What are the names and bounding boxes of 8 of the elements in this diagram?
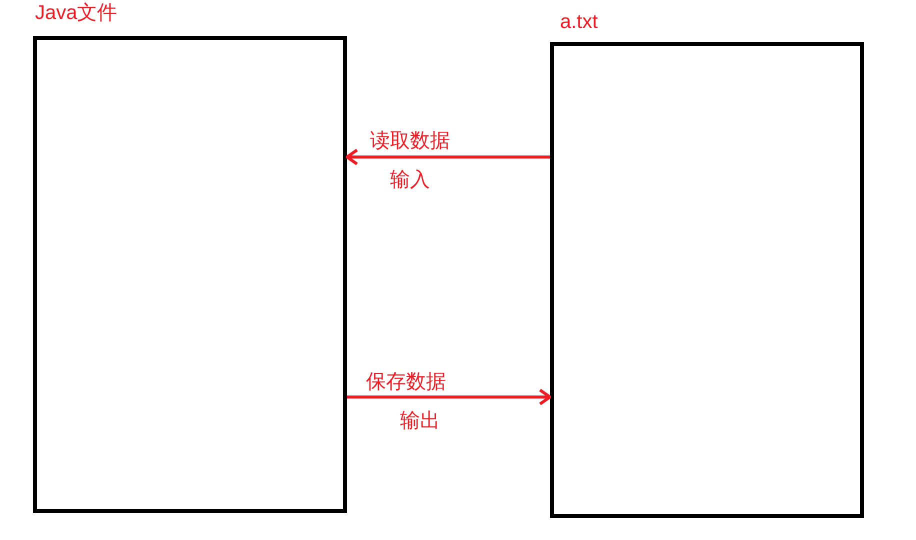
direction-note: 输入 (390, 168, 430, 192)
edge-label: 保存数据 (366, 370, 446, 394)
edge-label: 读取数据 (370, 129, 450, 153)
arrow (347, 388, 552, 406)
box-heading: Java文件 (35, 1, 118, 25)
direction-note: 输出 (400, 409, 440, 433)
arrow (346, 148, 550, 166)
box-heading: a.txt (560, 10, 598, 34)
